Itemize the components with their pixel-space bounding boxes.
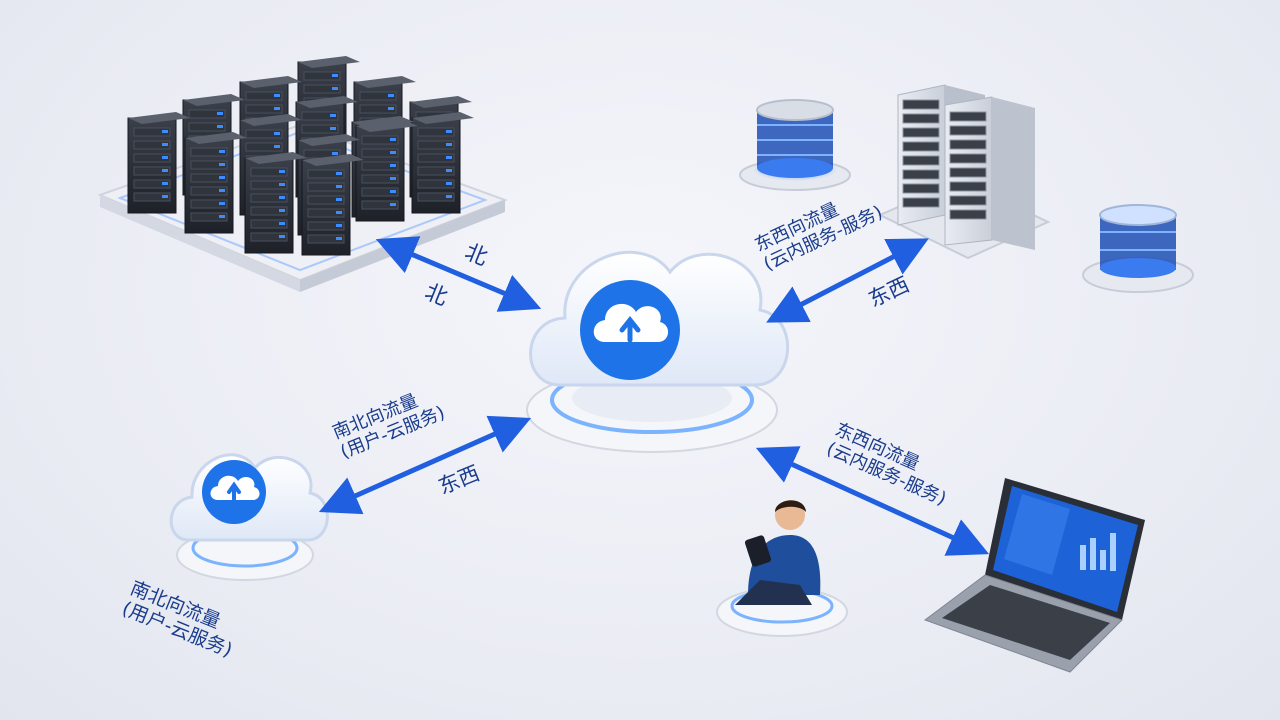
- server-slot: [902, 169, 940, 180]
- server-slot: [902, 183, 940, 194]
- cloud-upload-icon: [202, 460, 266, 524]
- arrow-north: [375, 236, 542, 312]
- server-slot: [902, 141, 940, 152]
- storage-drum-right: [1082, 204, 1194, 293]
- server-slot: [902, 113, 940, 124]
- server-slot: [949, 181, 987, 192]
- tower-server-slots: [902, 99, 987, 220]
- user-on-pedestal: [716, 500, 848, 637]
- server-rack: [301, 154, 364, 256]
- server-rack: [184, 132, 247, 234]
- server-slot: [949, 139, 987, 150]
- arrow-east-west-top: [766, 238, 929, 323]
- server-slot: [949, 195, 987, 206]
- server-slot: [949, 153, 987, 164]
- server-rack: [244, 152, 307, 254]
- arrow-mid-left: [318, 415, 532, 515]
- server-racks: [127, 56, 474, 256]
- server-rack: [127, 112, 190, 214]
- server-slot: [949, 125, 987, 136]
- server-rack: [355, 120, 418, 222]
- server-slot: [902, 127, 940, 138]
- server-slot: [902, 155, 940, 166]
- server-slot: [949, 209, 987, 220]
- arrow-bottom-right: [755, 446, 990, 556]
- server-slot: [949, 111, 987, 122]
- server-slot: [902, 197, 940, 208]
- storage-drum-left: [739, 99, 851, 191]
- cloud-upload-icon: [580, 280, 680, 380]
- traffic-arrows: [318, 236, 990, 556]
- laptop-dashboard: [923, 478, 1145, 673]
- server-rack: [411, 112, 474, 214]
- server-slot: [902, 99, 940, 110]
- server-slot: [949, 167, 987, 178]
